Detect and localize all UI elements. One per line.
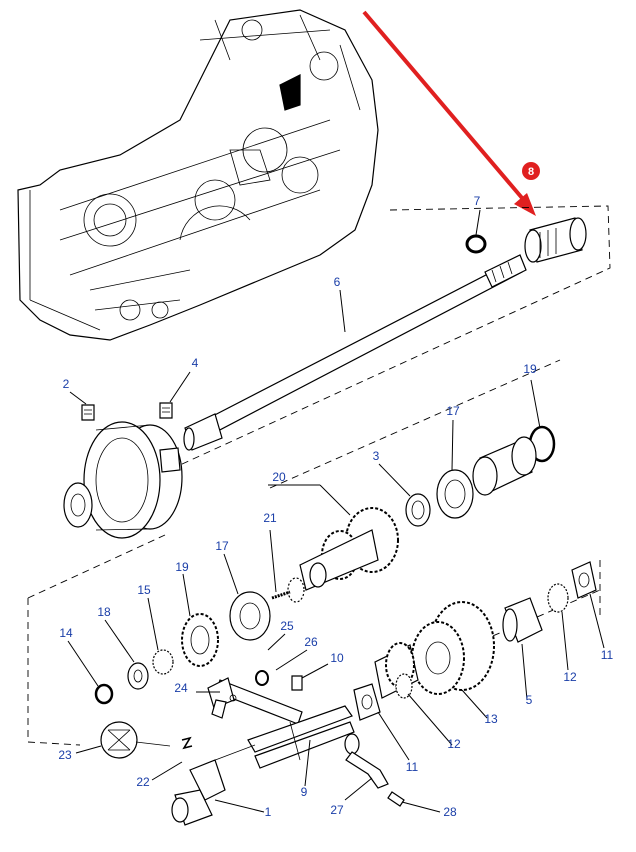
- callout-12-right: 12: [563, 670, 577, 684]
- washer-part-11-right: [571, 561, 597, 599]
- screw-part-2: [81, 404, 95, 421]
- callout-21: 21: [263, 511, 277, 525]
- spring-part-22: [181, 736, 193, 750]
- callout-23: 23: [58, 748, 72, 762]
- bearing-assembly-upper: [405, 425, 556, 527]
- callout-27: 27: [330, 803, 344, 817]
- transmission-housing: [17, 9, 379, 341]
- callout-19: 19: [175, 560, 189, 574]
- callout-16: 19: [523, 362, 537, 376]
- pin-part-28: [387, 791, 405, 807]
- washer-part-11-lower: [353, 683, 381, 721]
- highlight-badge: [522, 162, 540, 180]
- screw-part-4: [159, 402, 173, 419]
- callout-26: 26: [304, 635, 318, 649]
- callout-15: 15: [137, 583, 151, 597]
- callout-14: 14: [59, 626, 73, 640]
- callout-1: 1: [265, 805, 272, 819]
- callout-labels: 8 7 6 2 4 19 17 3 20 21 17 19 15 18 14 2…: [58, 166, 613, 819]
- callout-9: 9: [301, 785, 308, 799]
- needle-bearing-part-12-right: [547, 583, 569, 613]
- callout-17-upper: 17: [446, 404, 460, 418]
- red-arrow-icon: [362, 10, 536, 216]
- callout-6: 6: [334, 275, 341, 289]
- callout-7: 7: [474, 194, 481, 208]
- bearing-part-17-lower: [229, 591, 271, 641]
- sleeve-part-5: [502, 597, 543, 643]
- callout-4: 4: [192, 356, 199, 370]
- shift-shaft-part-9: [247, 705, 355, 769]
- detail-inset-part-23: [100, 721, 171, 759]
- callout-2: 2: [63, 377, 70, 391]
- callout-25: 25: [280, 619, 294, 633]
- callout-12-lower: 12: [447, 737, 461, 751]
- gear-part-19: [181, 613, 219, 667]
- clutch-pack: [63, 421, 183, 539]
- shift-fork-part-24: [211, 694, 237, 719]
- needle-bearing-part-15: [152, 649, 174, 675]
- leader-lines: [67, 209, 605, 813]
- callout-5: 5: [526, 693, 533, 707]
- callout-11-right: 11: [601, 648, 614, 662]
- gear-part-13: [411, 601, 495, 695]
- callout-24: 24: [174, 681, 188, 695]
- callout-10: 10: [330, 651, 344, 665]
- oring-part-26: [255, 670, 269, 686]
- callout-20: 20: [272, 470, 286, 484]
- gear-cluster-part-20: [287, 507, 399, 603]
- callout-17-lower: 17: [215, 539, 229, 553]
- callout-3: 3: [373, 449, 380, 463]
- shaft-part-6: [183, 254, 527, 451]
- washer-part-14: [94, 683, 114, 705]
- shift-fork-part-1: [171, 744, 256, 826]
- coupling-sleeve-part-8: [524, 217, 587, 263]
- callout-28: 28: [443, 805, 457, 819]
- needle-bearing-part-12-lower: [395, 673, 413, 699]
- callout-11-lower: 11: [406, 760, 419, 774]
- callout-22: 22: [136, 775, 150, 789]
- washer-part-18: [127, 662, 149, 690]
- callout-18: 18: [97, 605, 111, 619]
- callout-13: 13: [484, 712, 498, 726]
- circlip-part-7: [465, 234, 487, 254]
- lever-part-27: [344, 733, 389, 789]
- screw-part-10: [291, 675, 303, 691]
- callout-8: 8: [528, 166, 534, 178]
- spring-part-21: [271, 590, 291, 600]
